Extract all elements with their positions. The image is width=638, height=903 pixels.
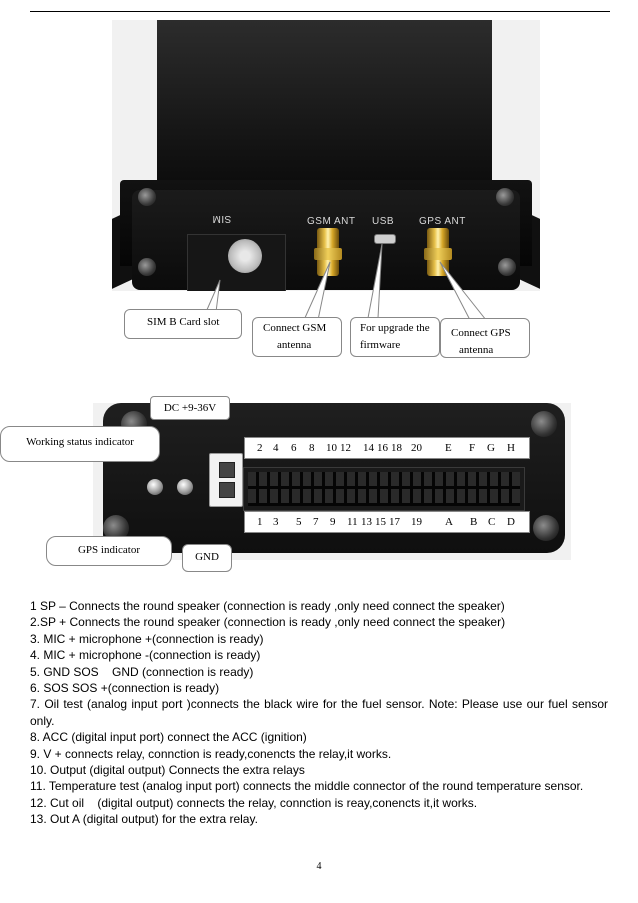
screw [138, 258, 156, 276]
io-connector [243, 467, 525, 511]
pin-label: 16 [377, 442, 388, 454]
pin-label: A [445, 516, 453, 528]
pin-label: 19 [411, 516, 422, 528]
list-item: 13. Out A (digital output) for the extra… [30, 812, 258, 827]
page-number: 4 [316, 861, 322, 872]
pin-label: 18 [391, 442, 402, 454]
callout-usb-line2: firmware [360, 339, 401, 351]
pin-label: 14 [363, 442, 374, 454]
power-connector [209, 453, 243, 507]
usb-port [374, 234, 396, 244]
list-item: 4. MIC + microphone -(connection is read… [30, 648, 261, 663]
top-pin-numbers: 2 4 6 8 10 12 14 16 18 20 E F G H [244, 437, 530, 459]
gsm-antenna-connector [314, 228, 342, 276]
list-item: 9. V + connects relay, connction is read… [30, 746, 392, 761]
pin-label: 2 [257, 442, 263, 454]
screw [498, 258, 516, 276]
list-item: 6. SOS SOS +(connection is ready) [30, 681, 220, 696]
screw [531, 411, 557, 437]
gsm-port-label: GSM ANT [307, 216, 356, 227]
pin-label: 20 [411, 442, 422, 454]
sim-eject-disc [228, 239, 262, 273]
callout-gps: Connect GPS antenna [440, 318, 530, 358]
pin-label: 12 [340, 442, 351, 454]
screw [138, 188, 156, 206]
pin-label: 7 [313, 516, 319, 528]
pin-label: 9 [330, 516, 336, 528]
list-item: 5. GND SOS GND (connection is ready) [30, 664, 254, 679]
list-item: 12. Cut oil (digital output) connects th… [30, 795, 478, 810]
list-item: 3. MIC + microphone +(connection is read… [30, 631, 264, 646]
list-item: 11. Temperature test (analog input port)… [30, 779, 584, 794]
pin-label: 8 [309, 442, 315, 454]
label-working-status: Working status indicator [0, 426, 160, 462]
pin-label: E [445, 442, 452, 454]
pin-label: 5 [296, 516, 302, 528]
label-gnd: GND [182, 544, 232, 572]
pin-label: 10 [326, 442, 337, 454]
callout-usb: For upgrade the firmware [350, 317, 440, 357]
sim-card-tray [187, 234, 286, 291]
pin-description-list: 1 SP – Connects the round speaker (conne… [30, 598, 608, 828]
bottom-pin-numbers: 1 3 5 7 9 11 13 15 17 19 A B C D [244, 511, 530, 533]
pin-label: F [469, 442, 476, 454]
screw [533, 515, 559, 541]
pin-label: H [507, 442, 515, 454]
callout-sim-slot: SIM B Card slot [124, 309, 242, 339]
device-top-cover [157, 20, 492, 180]
pin-label: C [488, 516, 496, 528]
callout-gps-line2: antenna [459, 344, 494, 356]
pin-label: D [507, 516, 515, 528]
pin-label: 17 [389, 516, 400, 528]
pin-label: 4 [273, 442, 279, 454]
callout-usb-line1: For upgrade the [360, 322, 430, 334]
callout-gsm: Connect GSM antenna [252, 317, 342, 357]
list-item: 8. ACC (digital input port) connect the … [30, 730, 307, 745]
pin-label: 3 [273, 516, 279, 528]
list-item: 2.SP + Connects the round speaker (conne… [30, 615, 506, 630]
pin-label: 13 [361, 516, 372, 528]
callout-gsm-line2: antenna [277, 339, 312, 351]
callout-gps-line1: Connect GPS [451, 327, 511, 339]
pin-label: 15 [375, 516, 386, 528]
pin-label: 6 [291, 442, 297, 454]
usb-port-label: USB [372, 216, 395, 227]
pin-label: 11 [347, 516, 358, 528]
working-status-led [147, 479, 163, 495]
callout-gsm-line1: Connect GSM [263, 322, 327, 334]
callout-sim-slot-text: SIM B Card slot [147, 316, 220, 328]
pin-label: 1 [257, 516, 263, 528]
header-rule [30, 11, 610, 12]
screw [496, 188, 514, 206]
label-gps-indicator: GPS indicator [46, 536, 172, 566]
gps-led [177, 479, 193, 495]
pin-label: B [470, 516, 478, 528]
gps-antenna-connector [424, 228, 452, 276]
list-item: 7. Oil test (analog input port )connects… [30, 697, 608, 728]
pin-label: G [487, 442, 495, 454]
gps-port-label: GPS ANT [419, 216, 466, 227]
list-item: 1 SP – Connects the round speaker (conne… [30, 599, 505, 613]
label-dc-power: DC +9-36V [150, 396, 230, 420]
list-item: 10. Output (digital output) Connects the… [30, 763, 305, 778]
